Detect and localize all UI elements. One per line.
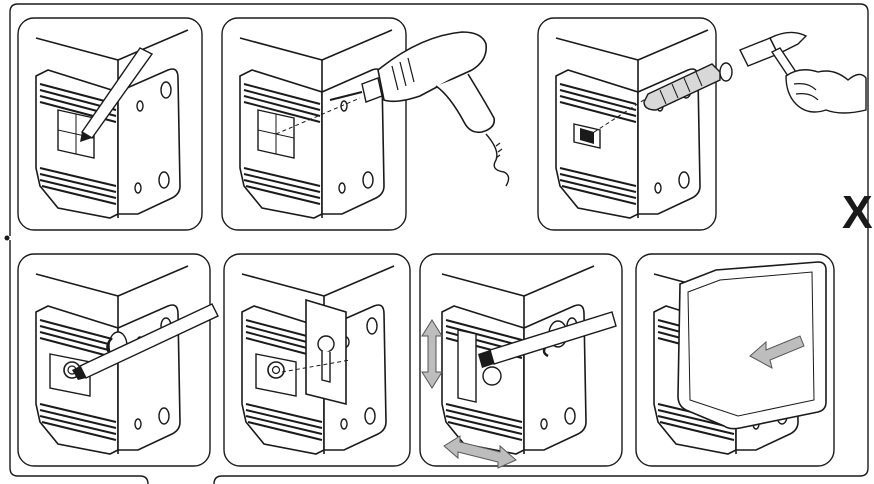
panel-mount-cover [636,254,834,466]
hand-icon [786,70,866,113]
panel-drill-holes [222,18,509,230]
panel-mark-holes [18,18,202,230]
frame-dot [5,236,10,241]
panel-screw-bracket [18,254,218,466]
outer-frame-bottom [214,468,868,484]
panel-adjust-position [420,254,622,468]
keyhole-bracket-icon [306,300,346,404]
panel-insert-wall-plug [538,18,866,230]
panel-attach-keyhole-bracket [224,254,410,466]
x-mark: X [842,186,873,238]
